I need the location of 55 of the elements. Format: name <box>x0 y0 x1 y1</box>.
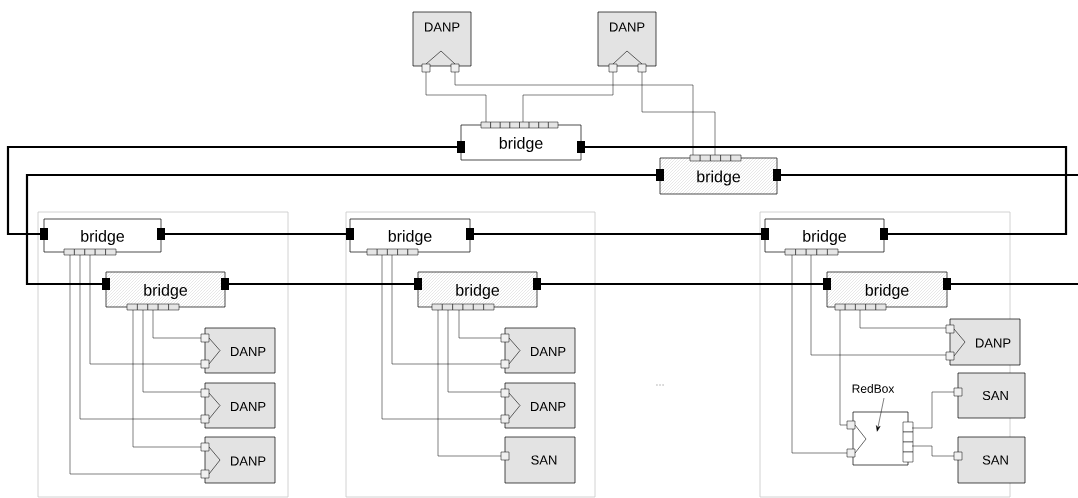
connection-line <box>791 254 848 454</box>
connection-line <box>391 254 502 365</box>
connection-line <box>152 309 202 339</box>
hatched-bridge-box: bridge <box>102 271 229 311</box>
bus-line <box>781 173 1078 177</box>
connection-line <box>839 309 848 426</box>
connection-line <box>437 309 502 457</box>
connection-line <box>911 391 955 429</box>
device-box: DANP <box>597 11 657 73</box>
connection-line <box>89 254 202 365</box>
leader-arrow <box>876 397 885 432</box>
device-box: DANP <box>200 327 276 374</box>
device-box: DANP <box>200 436 276 484</box>
bus-line <box>474 232 761 236</box>
connection-line <box>69 254 202 475</box>
bus-line <box>229 282 414 286</box>
group-frame <box>345 211 596 498</box>
bridge-box: bridge <box>457 121 585 161</box>
connection-line <box>142 309 202 393</box>
device-box: SAN <box>953 436 1026 484</box>
ellipsis: ... <box>656 384 664 386</box>
connection-line <box>454 71 694 156</box>
device-box: DANP <box>500 327 576 374</box>
device-box: DANP <box>500 382 576 429</box>
group-frame <box>37 211 289 498</box>
switch-box <box>846 411 914 466</box>
connection-line <box>447 309 502 393</box>
connection-line <box>911 445 955 457</box>
device-box: DANP <box>200 382 276 429</box>
device-box: SAN <box>500 436 576 484</box>
hatched-bridge-box: bridge <box>414 271 541 311</box>
bus-line <box>165 232 346 236</box>
device-box: DANP <box>412 11 472 73</box>
connection-line <box>810 254 947 356</box>
bridge-box: bridge <box>40 218 165 256</box>
device-box: SAN <box>953 372 1026 419</box>
bus-line <box>541 282 823 286</box>
connection-line <box>425 71 487 123</box>
hatched-bridge-box: bridge <box>823 271 951 311</box>
connection-line <box>522 71 614 123</box>
bus-line <box>25 173 656 286</box>
connection-line <box>79 254 202 420</box>
connection-line <box>381 254 502 420</box>
callout-label: RedBox <box>852 384 895 393</box>
device-box: DANP <box>945 318 1021 366</box>
bus-line <box>951 282 1078 286</box>
bridge-box: bridge <box>346 218 474 256</box>
connection-line <box>641 71 716 156</box>
bus-line <box>585 145 1068 236</box>
bridge-box: bridge <box>761 218 888 256</box>
hatched-bridge-box: bridge <box>656 154 781 195</box>
connection-line <box>859 309 947 329</box>
connection-line <box>458 309 502 339</box>
bus-line <box>6 145 457 236</box>
connection-line <box>132 309 202 448</box>
